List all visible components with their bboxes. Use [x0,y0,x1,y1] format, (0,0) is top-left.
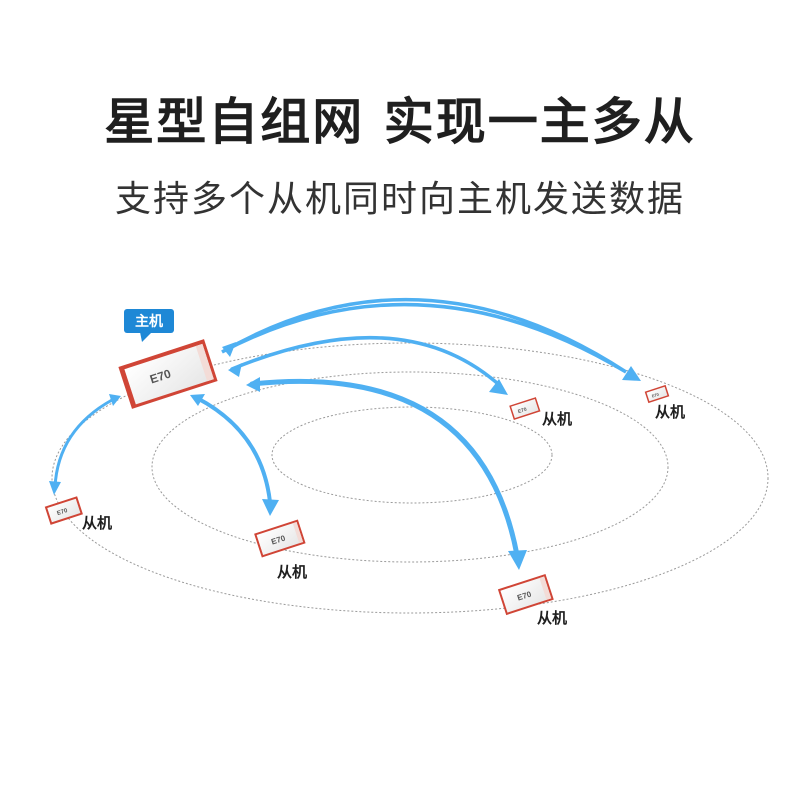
arrow-host-slave-5 [49,394,121,495]
slave-node: E70 从机 [498,574,567,627]
host-tag: 主机 [124,309,174,342]
arrow-host-slave-1 [222,300,641,381]
link-arrows [49,300,641,570]
host-node: 主机 E70 [118,309,217,409]
host-tag-label: 主机 [135,313,163,330]
host-module-icon: E70 [118,339,217,409]
slave-label: 从机 [82,514,112,532]
orbit-ring-inner [272,407,552,503]
slave-module-icon: E70 [509,397,540,420]
slave-node: E70 从机 [645,385,685,421]
slave-label: 从机 [655,403,685,421]
slave-label: 从机 [542,410,572,428]
slave-module-icon: E70 [45,496,83,525]
slave-node: E70 从机 [254,520,307,581]
slave-module-icon: E70 [645,385,670,403]
slave-module-icon: E70 [254,520,305,558]
slave-label: 从机 [277,563,307,581]
arrow-host-slave-4 [190,394,279,516]
slave-node: E70 从机 [45,496,112,532]
slave-label: 从机 [537,609,567,627]
